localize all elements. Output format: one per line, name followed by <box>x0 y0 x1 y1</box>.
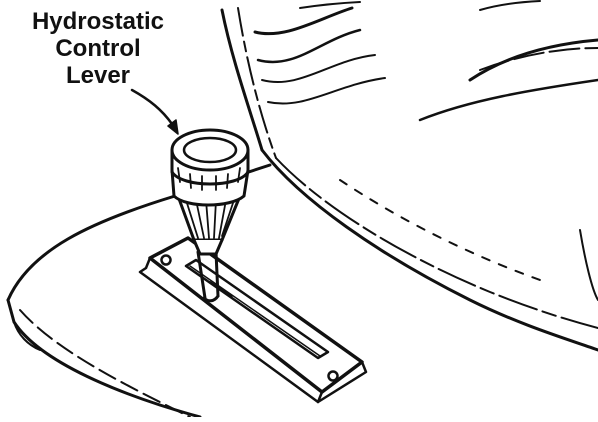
fender-panel <box>6 163 272 419</box>
lever-knob <box>170 128 250 256</box>
lever-shaft <box>196 250 233 303</box>
callout-line-1: Hydrostatic <box>31 8 165 35</box>
callout-leader <box>130 88 179 135</box>
lever-guide-plate <box>138 236 368 404</box>
seat-contours <box>220 0 598 352</box>
callout-line-2: Control <box>55 35 141 62</box>
callout-label: Hydrostatic Control Lever <box>14 8 182 89</box>
callout-line-3: Lever <box>65 62 131 89</box>
